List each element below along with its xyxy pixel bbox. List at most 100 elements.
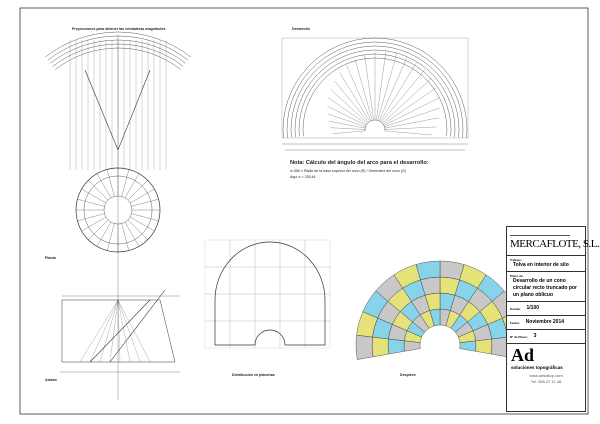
- plan-generatrix: [121, 223, 130, 251]
- elevation-outline: [61, 299, 176, 363]
- sheet-plate: [254, 266, 281, 295]
- plan-generatrix: [121, 169, 130, 197]
- plan-generatrix: [96, 173, 112, 198]
- sheet-plate: [304, 293, 331, 322]
- development-generatrix: [383, 97, 439, 126]
- development-arc: [286, 41, 464, 138]
- development-arc: [294, 49, 456, 137]
- development-generatrix: [377, 53, 397, 121]
- plan-generatrix: [88, 219, 109, 240]
- development-frame: [281, 37, 469, 139]
- plan-value: Desarrollo de un cono circular recto tru…: [513, 278, 577, 298]
- plan-generatrix: [124, 173, 140, 198]
- development-arc: [290, 45, 460, 138]
- work-value: Tolva en interior de silo: [513, 262, 569, 268]
- note-formula: α=360 x Radio de la base superior del co…: [290, 168, 407, 173]
- sheet-plate: [229, 320, 256, 349]
- development-generatrix: [384, 107, 440, 127]
- plan-generatrix: [77, 213, 105, 222]
- sheet-plate: [254, 239, 281, 268]
- plan-generatrix: [130, 216, 155, 232]
- elevation-view: [60, 289, 180, 373]
- breakdown-view: [355, 260, 525, 360]
- sheet-plate: [304, 239, 331, 268]
- elevation-label: Alzado: [45, 378, 57, 382]
- development-generatrix: [384, 126, 437, 130]
- plan-field: Plano de: Desarrollo de un cono circular…: [507, 272, 585, 302]
- note-result: Aquí α = 226,44: [290, 175, 316, 179]
- sheet-plate: [229, 293, 256, 322]
- projections-label: Proyecciones para obtener las verdaderas…: [72, 27, 166, 31]
- plan-label: Plano de:: [510, 274, 524, 278]
- plan-generatrix: [127, 180, 148, 201]
- development-generatrix: [380, 62, 417, 122]
- scale-value: 1/100: [526, 305, 540, 311]
- company-name: MERCAFLOTE, S.L.: [510, 238, 600, 250]
- inner-arc: [364, 119, 386, 131]
- breakdown-piece: [371, 336, 390, 358]
- number-label: Nº de Plano:: [510, 334, 528, 339]
- development-generatrix: [384, 117, 439, 129]
- plan-view: [75, 167, 161, 253]
- sheet-plate: [279, 266, 306, 295]
- development-generatrix: [339, 72, 370, 122]
- breakdown-piece: [439, 260, 465, 281]
- number-field: Nº de Plano:3: [507, 330, 585, 344]
- scale-field: Escala:1/100: [507, 302, 585, 316]
- plan-generatrix: [130, 188, 155, 204]
- firm-web: www.adsoltop.com: [529, 373, 563, 378]
- development-generatrix: [327, 105, 367, 126]
- elevation-generatrix: [117, 299, 151, 363]
- sheet-plate: [254, 293, 281, 322]
- development-generatrix: [378, 56, 408, 121]
- plan-generatrix: [127, 219, 148, 240]
- sheet-plate: [304, 320, 331, 349]
- distribution-outline: [214, 241, 326, 346]
- development-generatrix: [330, 89, 368, 124]
- elevation-generatrix: [117, 299, 131, 363]
- sheet-plate: [204, 293, 231, 322]
- development-generatrix: [334, 80, 369, 123]
- sheet-plate: [204, 320, 231, 349]
- plan-generatrix: [81, 188, 106, 204]
- development-generatrix: [328, 121, 366, 129]
- breakdown-piece: [403, 340, 421, 352]
- title-block: MERCAFLOTE, S.L. Trabajo: Tolva en inter…: [506, 226, 600, 412]
- cut-plane: [89, 299, 151, 363]
- note: Nota: Cálculo del ángulo del arco para e…: [290, 160, 429, 180]
- elevation-generatrix: [99, 299, 119, 363]
- sheet-plate: [254, 320, 281, 349]
- date-label: Fecha:: [510, 320, 520, 325]
- breakdown-label: Despiece: [400, 373, 416, 377]
- cone-edge: [84, 69, 119, 151]
- sheet-plate: [204, 266, 231, 295]
- firm-logo: Ad: [511, 345, 535, 365]
- company-logo: MERCAFLOTE, S.L.: [507, 227, 600, 256]
- development-label: Desarrollo: [292, 27, 310, 31]
- plan-generatrix: [88, 180, 109, 201]
- development-generatrix: [382, 78, 432, 124]
- plan-generatrix: [96, 222, 112, 247]
- date-field: Fecha: Noviembre 2014: [507, 316, 585, 330]
- development-view: [281, 37, 469, 151]
- development-generatrix: [384, 130, 433, 136]
- sheet-plate: [229, 266, 256, 295]
- breakdown-piece: [355, 335, 374, 360]
- elevation-generatrix: [79, 299, 119, 363]
- development-generatrix: [354, 59, 373, 121]
- sheet-border: [19, 7, 589, 415]
- sheet-plate: [279, 320, 306, 349]
- plan-generatrix: [77, 198, 105, 207]
- projection-arc: [45, 31, 191, 58]
- plan-generatrix: [106, 169, 115, 197]
- sheet-plate: [279, 293, 306, 322]
- development-generatrix: [383, 87, 437, 125]
- development-generatrix: [376, 51, 387, 121]
- elevation-generatrix: [89, 299, 119, 363]
- plan-generatrix: [124, 222, 140, 247]
- cut-plane: [109, 289, 166, 363]
- date-value: Noviembre 2014: [525, 319, 565, 325]
- breakdown-piece: [387, 338, 405, 355]
- work-label: Trabajo:: [510, 258, 522, 262]
- development-generatrix: [330, 127, 366, 130]
